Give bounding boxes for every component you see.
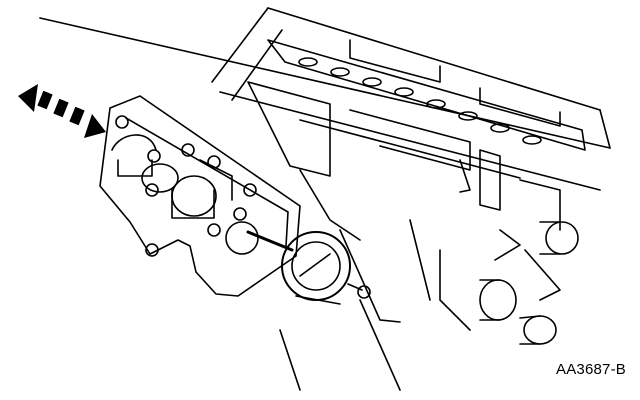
passage-oval (298, 57, 318, 67)
passage-oval (426, 99, 446, 109)
bolt (145, 183, 159, 197)
dial-indicator-icon (246, 230, 371, 305)
bolt (181, 143, 195, 157)
bolt (243, 183, 257, 197)
block-outline (39, 7, 611, 191)
bolt (207, 223, 221, 237)
bolt (147, 149, 161, 163)
figure-reference-code: AA3687-B (556, 361, 626, 378)
journal (171, 175, 217, 217)
bolt (115, 115, 129, 129)
journal (141, 163, 179, 193)
side-bosses (479, 221, 579, 345)
top-deck (267, 39, 586, 151)
bolt (145, 243, 159, 257)
passage-oval (362, 77, 382, 87)
bolts (115, 115, 257, 257)
bolt (233, 207, 247, 221)
passage-oval (522, 135, 542, 145)
journal (225, 221, 259, 255)
bolt (207, 155, 221, 169)
crankshaft (111, 134, 259, 255)
bearing-cap-plate (99, 95, 301, 297)
passage-oval (490, 123, 510, 133)
double-headed-dashed-arrow-icon (18, 84, 106, 138)
passage-oval (330, 67, 350, 77)
passage-oval (458, 111, 478, 121)
passage-oval (394, 87, 414, 97)
block-interior (247, 81, 561, 391)
